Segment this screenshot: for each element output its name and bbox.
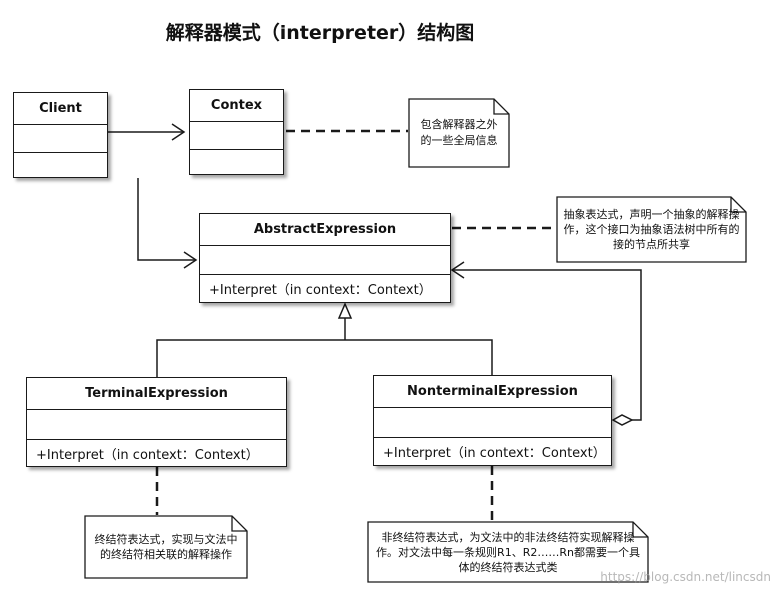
aggregation-diamond: [611, 414, 634, 426]
contex-note-text: 包含解释器之外的一些全局信息: [420, 118, 498, 147]
abstract-note: 抽象表达式，声明一个抽象的解释操作，这个接口为抽象语法树中所有的接的节点所共享: [556, 196, 747, 263]
terminal-expression-class[interactable]: TerminalExpression +Interpret（in context…: [26, 377, 287, 467]
abstract-expression-attributes: [200, 246, 450, 275]
nonterminal-expression-name: NonterminalExpression: [374, 376, 611, 408]
contex-note: 包含解释器之外的一些全局信息: [408, 98, 510, 168]
client-abstract-association: [137, 178, 196, 261]
note-shape: [84, 515, 248, 579]
client-contex-arrowhead: [171, 123, 186, 141]
abstract-expression-class[interactable]: AbstractExpression +Interpret（in context…: [199, 213, 451, 303]
terminal-note-text: 终结符表达式，实现与文法中的终结符相关联的解释操作: [94, 533, 238, 561]
inheritance-triangle: [337, 302, 353, 319]
aggregation-arrowhead: [450, 261, 465, 279]
nonterminal-expression-attributes: [374, 408, 611, 438]
nonterminal-note: 非终结符表达式，为文法中的非法终结符实现解释操作。对文法中每一条规则R1、R2……: [367, 521, 649, 583]
contex-operations: [190, 150, 283, 174]
abstract-note-text: 抽象表达式，声明一个抽象的解释操作，这个接口为抽象语法树中所有的接的节点所共享: [563, 208, 740, 251]
note-shape: [556, 196, 747, 263]
client-attributes: [14, 125, 107, 153]
diagram-title: 解释器模式（interpreter）结构图: [165, 22, 475, 44]
client-class[interactable]: Client: [13, 92, 108, 178]
nonterminal-expression-class[interactable]: NonterminalExpression +Interpret（in cont…: [373, 375, 612, 466]
terminal-expression-name: TerminalExpression: [27, 378, 286, 410]
terminal-expression-operation: +Interpret（in context：Context）: [36, 447, 259, 463]
terminal-note: 终结符表达式，实现与文法中的终结符相关联的解释操作: [84, 515, 248, 579]
client-class-name: Client: [14, 93, 107, 125]
contex-attributes: [190, 122, 283, 150]
terminal-expression-attributes: [27, 410, 286, 440]
client-abstract-arrowhead: [183, 251, 198, 269]
contex-class-name: Contex: [190, 90, 283, 122]
nonterminal-note-text: 非终结符表达式，为文法中的非法终结符实现解释操作。对文法中每一条规则R1、R2……: [376, 530, 640, 574]
abstract-expression-name: AbstractExpression: [200, 214, 450, 246]
contex-class[interactable]: Contex: [189, 89, 284, 175]
inheritance-terminal-branch: [156, 339, 493, 377]
client-operations: [14, 153, 107, 177]
watermark: https://blog.csdn.net/lincsdn: [600, 570, 771, 584]
note-shape: [367, 521, 649, 583]
aggregation-line: [452, 269, 642, 421]
nonterminal-expression-operation: +Interpret（in context：Context）: [383, 446, 606, 461]
note-shape: [408, 98, 510, 168]
abstract-expression-operation: +Interpret（in context：Context）: [209, 283, 432, 298]
